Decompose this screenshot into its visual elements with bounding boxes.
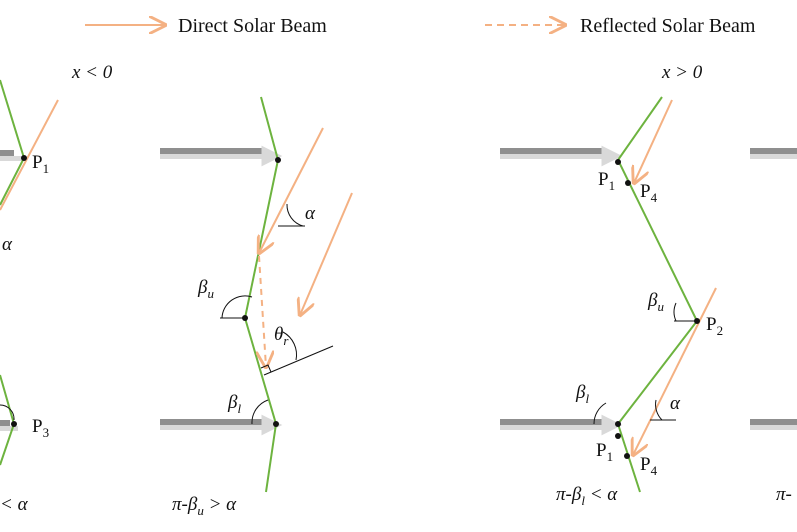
alpha-label: α: [670, 393, 681, 414]
point-p1-upper-label: P1: [598, 169, 615, 193]
wall-upper-dark: [500, 148, 604, 154]
direct-beam-upper: [634, 99, 673, 183]
theta-r-arc: [282, 331, 297, 361]
point-p4-upper-dot: [625, 180, 631, 186]
vertex-dot: [242, 315, 248, 321]
point-p2-dot: [694, 318, 700, 324]
wall-lower-dark: [750, 419, 797, 425]
point-p4-lower-label: P4: [640, 454, 658, 478]
point-p2-label: P2: [706, 314, 723, 338]
direct-beam: [0, 99, 59, 211]
alpha-label: α: [2, 234, 13, 255]
point-p3-dot: [11, 421, 17, 427]
direct-beam-lower: [633, 287, 717, 455]
theta-r-label: θr: [274, 324, 289, 348]
panel-2: α βu θr βl π-βu > α: [160, 96, 353, 518]
point-p1-upper-dot: [615, 159, 621, 165]
panel-3: x > 0 P1 P4 βu P2 βl α P1 P4 π-βl < α: [500, 62, 723, 508]
panel-line: [616, 96, 699, 493]
point-p3-label: P3: [32, 416, 49, 440]
point-p1-lower-dot: [615, 433, 621, 439]
wall-lower-light: [500, 425, 604, 430]
hinge-dot-upper: [275, 157, 281, 163]
condition-panel3: π-βl < α: [556, 484, 618, 508]
wall-lower-dark: [160, 419, 264, 425]
reflected-beam: [259, 255, 266, 367]
beta-u-arc: [221, 295, 253, 319]
beta-u-label: βu: [647, 290, 664, 314]
wall-upper-light: [500, 154, 604, 159]
wall-upper-light: [0, 156, 24, 161]
legend-reflected-label: Reflected Solar Beam: [580, 15, 756, 37]
hinge-dot-lower: [615, 421, 621, 427]
point-p1-dot: [21, 155, 27, 161]
wall-upper-light: [160, 154, 264, 159]
angle-arc-lower: [0, 404, 15, 421]
condition-panel2: π-βu > α: [172, 494, 237, 518]
wall-lower-light: [0, 426, 18, 431]
wall-lower-light: [750, 425, 797, 430]
condition-x-positive: x > 0: [661, 62, 703, 83]
condition-panel1: < α: [0, 494, 29, 515]
beta-u-arc: [673, 302, 677, 322]
beta-l-arc: [593, 402, 607, 425]
condition-panel4: π-: [776, 484, 792, 505]
direct-beam-1: [259, 127, 324, 253]
alpha-arc: [655, 399, 663, 421]
hinge-dot-lower: [273, 421, 279, 427]
point-p4-lower-dot: [624, 453, 630, 459]
normal-line: [263, 345, 334, 376]
wall-lower-dark: [0, 420, 10, 426]
point-p4-upper-label: P4: [640, 181, 658, 205]
wall-upper-light: [750, 154, 797, 159]
alpha-arc: [286, 203, 304, 227]
alpha-label: α: [305, 203, 316, 224]
beta-l-arc: [251, 399, 269, 425]
beta-l-label: βl: [227, 392, 241, 416]
point-p1-lower-label: P1: [596, 440, 613, 464]
panel-1: x < 0 P1 α P3 < α: [0, 62, 113, 515]
wall-lower-light: [160, 425, 264, 430]
panel-4: π-: [750, 148, 797, 505]
beta-l-label: βl: [575, 382, 589, 406]
wall-upper-dark: [0, 150, 14, 156]
wall-lower-dark: [500, 419, 604, 425]
condition-x-negative: x < 0: [71, 62, 113, 83]
point-p1-label: P1: [32, 152, 49, 176]
legend-direct-label: Direct Solar Beam: [178, 15, 327, 37]
wall-upper-dark: [750, 148, 797, 154]
legend: Direct Solar Beam Reflected Solar Beam: [85, 15, 756, 37]
direct-beam-2: [300, 192, 353, 315]
right-angle-mark: [260, 364, 272, 373]
wall-upper-dark: [160, 148, 264, 154]
beta-u-label: βu: [197, 277, 214, 301]
